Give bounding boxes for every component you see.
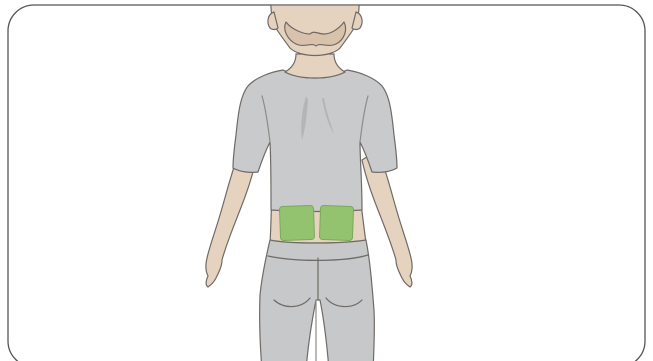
- highlight-region-left: [279, 205, 314, 240]
- highlight-region-right: [319, 205, 353, 240]
